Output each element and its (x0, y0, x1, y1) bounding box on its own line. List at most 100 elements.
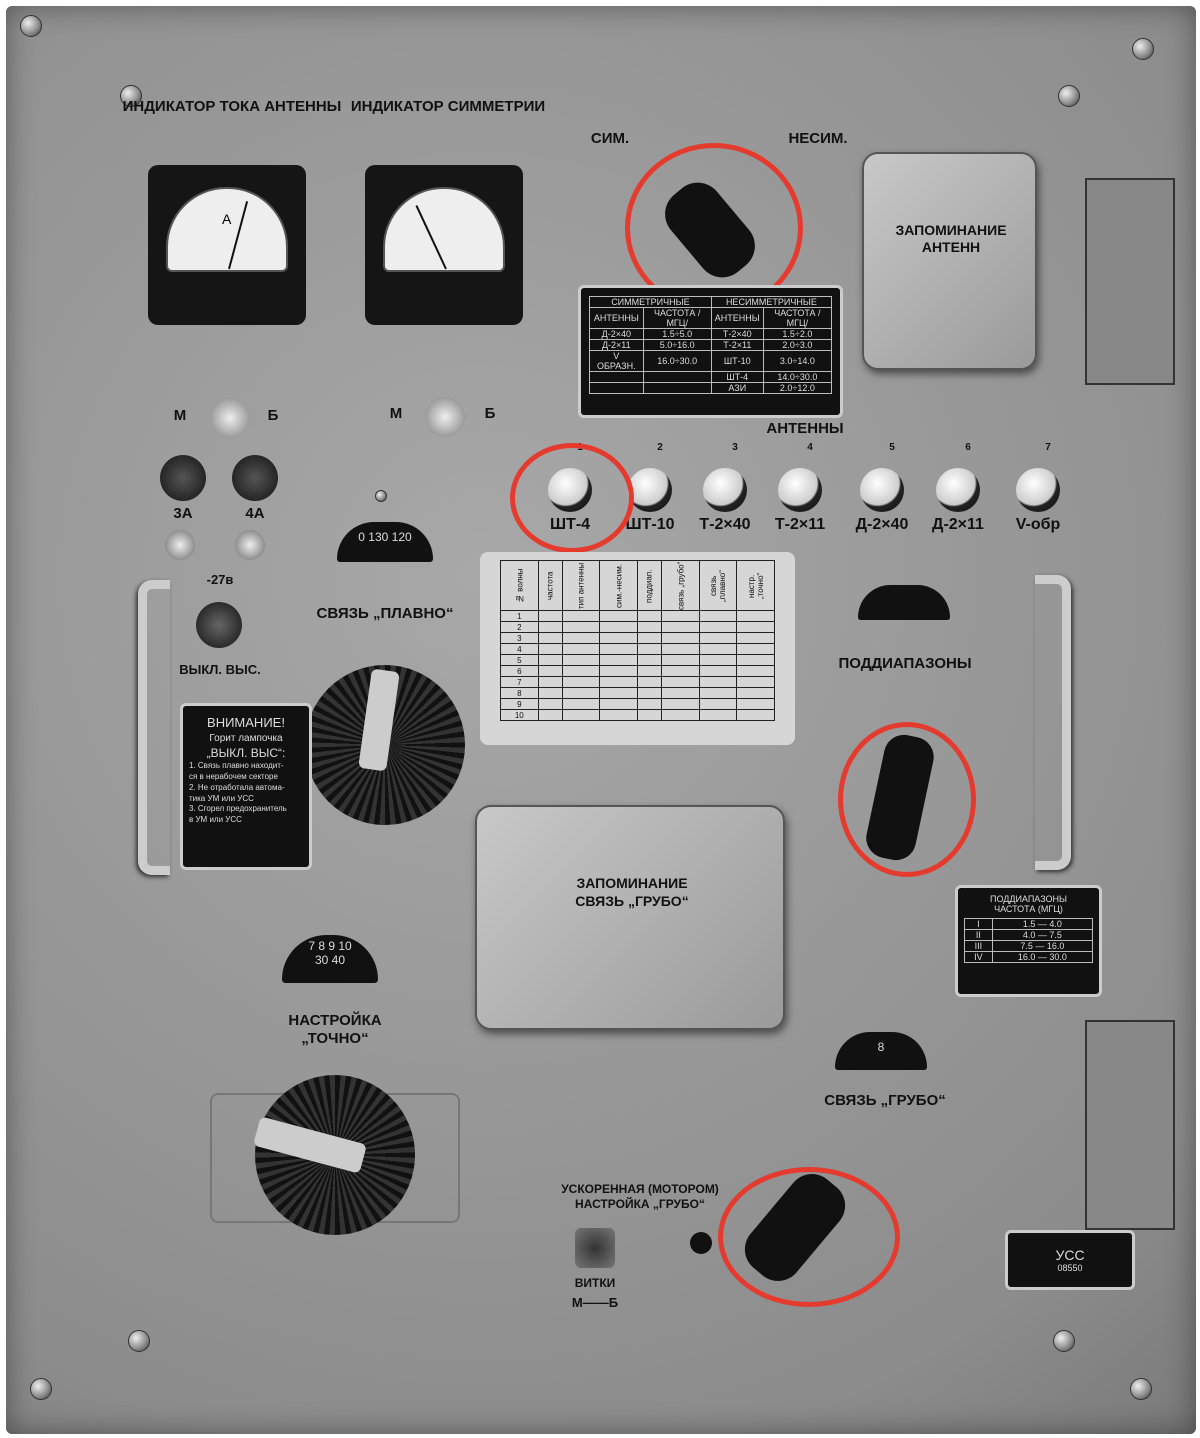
antenna-current-meter: A (148, 165, 306, 325)
fine-tuning-knob[interactable] (252, 1075, 415, 1235)
scale-top: 7 8 9 10 (308, 939, 352, 953)
row-number: 9 (500, 698, 539, 710)
empty-cell (537, 687, 563, 699)
empty-cell (636, 654, 663, 666)
nesym-label: НЕСИМ. (788, 130, 848, 147)
fine-tuning-label: „ТОЧНО“ (301, 1030, 369, 1047)
ammeter-unit: A (222, 211, 232, 227)
empty-cell (698, 643, 738, 655)
empty-cell (636, 676, 663, 688)
empty-cell (661, 621, 700, 633)
subrange-numeral: III (964, 940, 993, 952)
empty-cell (661, 676, 700, 688)
subrange-plate-sub: ЧАСТОТА (МГЦ) (994, 904, 1063, 914)
plate-cell: ШТ-10 (710, 350, 764, 372)
left-handle[interactable] (138, 580, 170, 875)
plate-cell: 2.0÷12.0 (762, 382, 833, 394)
subrange-range: 7.5 — 16.0 (991, 940, 1094, 952)
scale-bottom: 30 40 (314, 953, 346, 967)
toggle-b-label: Б (484, 405, 496, 422)
table-row: 10 (500, 709, 775, 721)
antenna-number: 3 (732, 442, 738, 453)
row-number: 2 (500, 621, 539, 633)
fuse-3a-label: 3А (173, 505, 193, 522)
screw (1053, 1330, 1075, 1352)
symmetry-meter (365, 165, 523, 325)
voltage-label: -27в (206, 572, 234, 587)
empty-cell (636, 698, 663, 710)
empty-cell (599, 632, 638, 644)
toggle-switch[interactable] (210, 398, 250, 438)
antenna-button-4[interactable] (778, 468, 822, 512)
empty-cell (636, 643, 663, 655)
antenna-button-2[interactable] (628, 468, 672, 512)
row-number: 5 (500, 654, 539, 666)
row-number: 4 (500, 643, 539, 655)
record-header: тип антенны (562, 560, 600, 611)
plate-cell: ШТ-4 (710, 371, 764, 383)
warning-line: тика УМ или УСС (189, 793, 254, 803)
antenna-number: 2 (657, 442, 663, 453)
empty-cell (661, 610, 700, 622)
subrange-numeral: II (964, 929, 993, 941)
memory-label: ЗАПОМИНАНИЕ (576, 875, 688, 891)
antenna-button-3[interactable] (703, 468, 747, 512)
antenna-current-label: ИНДИКАТОР ТОКА АНТЕННЫ (122, 98, 342, 115)
empty-cell (599, 676, 638, 688)
fuse-4a-label: 4А (245, 505, 265, 522)
plate-sub: ЧАСТОТА /МГЦ/ (762, 307, 833, 329)
empty-cell (661, 709, 700, 721)
empty-cell (561, 676, 601, 688)
right-handle[interactable] (1035, 575, 1071, 870)
empty-cell (561, 632, 601, 644)
plate-cell: 16.0÷30.0 (642, 350, 712, 372)
empty-cell (698, 665, 738, 677)
motor-lamp (690, 1232, 712, 1254)
antenna-button-label: Т-2×40 (699, 516, 751, 533)
screw (375, 490, 387, 502)
antenna-button-5[interactable] (860, 468, 904, 512)
fuse-holder-4a[interactable] (232, 455, 278, 501)
antenna-number: 6 (965, 442, 971, 453)
empty-cell (561, 654, 601, 666)
warning-line: в УМ или УСС (189, 815, 242, 825)
plate-cell: 2.0÷3.0 (762, 339, 833, 351)
table-row: 4 (500, 643, 775, 655)
plate-cell: Т-2×11 (710, 339, 764, 351)
empty-cell (698, 632, 738, 644)
empty-cell (537, 621, 563, 633)
empty-cell (736, 665, 775, 677)
antenna-button-label: V-обр (1015, 516, 1061, 533)
antenna-button-6[interactable] (936, 468, 980, 512)
indicator-lamp (235, 530, 265, 560)
warning-title: ВНИМАНИЕ! (207, 715, 285, 730)
record-header: сим.-несим. (599, 560, 638, 611)
plate-cell: Т-2×40 (710, 328, 764, 340)
svyaz-grubo-memory-cover[interactable]: ЗАПОМИНАНИЕ СВЯЗЬ „ГРУБО“ (475, 805, 785, 1030)
plate-cell (642, 371, 712, 383)
plate-cell: 14.0÷30.0 (762, 371, 833, 383)
empty-cell (736, 687, 775, 699)
toggle-switch[interactable] (425, 397, 465, 437)
empty-cell (698, 654, 738, 666)
antenna-memory-cover[interactable]: ЗАПОМИНАНИЕ АНТЕНН (862, 152, 1037, 370)
table-row: 5 (500, 654, 775, 666)
turns-switch[interactable] (575, 1228, 615, 1268)
empty-cell (736, 621, 775, 633)
empty-cell (736, 709, 775, 721)
highlight-circle (838, 722, 976, 877)
antenna-button-7[interactable] (1016, 468, 1060, 512)
empty-cell (636, 610, 663, 622)
plate-sub: ЧАСТОТА /МГЦ/ (642, 307, 712, 329)
fuse-holder-3a[interactable] (160, 455, 206, 501)
svyaz-plavno-knob[interactable] (305, 665, 465, 825)
table-row: 8 (500, 687, 775, 699)
screw (128, 1330, 150, 1352)
empty-cell (661, 643, 700, 655)
turns-label: ВИТКИ (574, 1276, 616, 1290)
hinge-plate (1085, 1020, 1175, 1230)
subrange-range: 16.0 — 30.0 (991, 951, 1094, 963)
symmetry-label: ИНДИКАТОР СИММЕТРИИ (350, 98, 546, 115)
table-row: 3 (500, 632, 775, 644)
